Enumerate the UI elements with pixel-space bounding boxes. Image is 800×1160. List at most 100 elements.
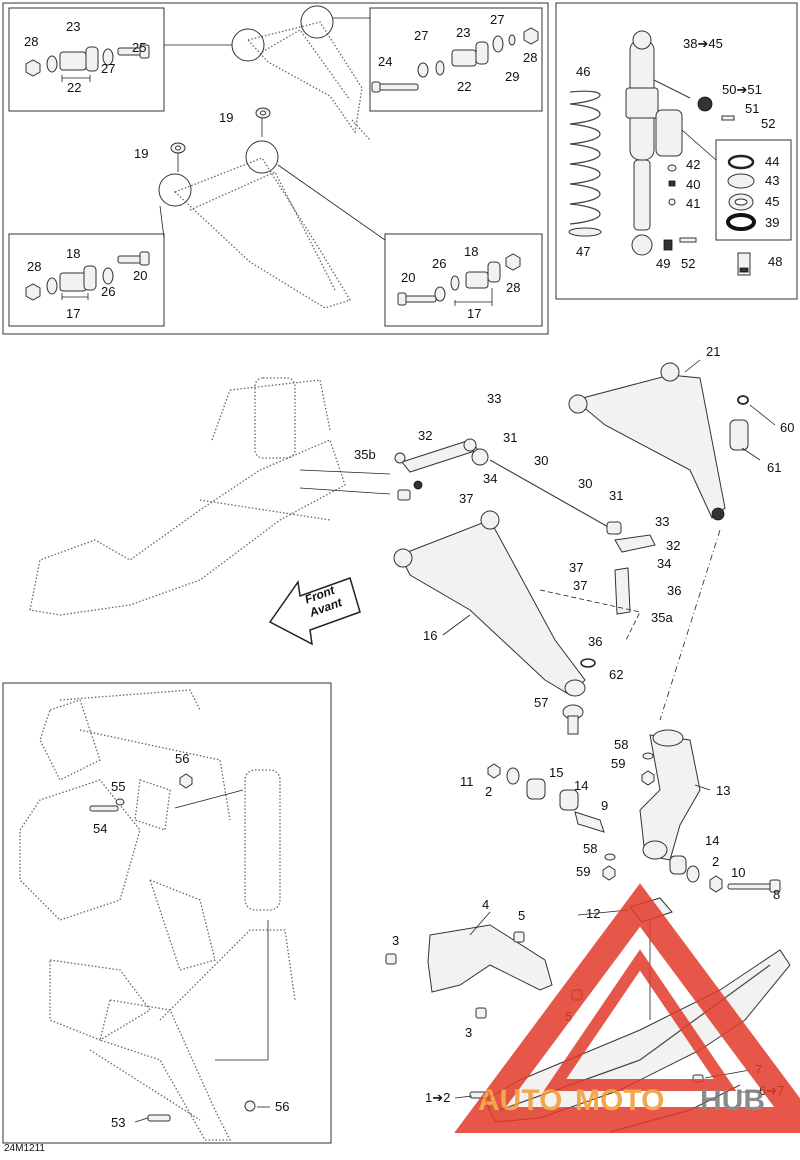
callout-14: 14 <box>574 778 588 793</box>
callout-55: 55 <box>111 779 125 794</box>
callout-58: 58 <box>583 841 597 856</box>
watermark-text-moto: MOTO <box>575 1084 664 1117</box>
ball-joint-57 <box>562 704 584 735</box>
chassis-detail-frame <box>2 682 332 1144</box>
callout-28: 28 <box>523 50 537 65</box>
callout-5: 5 <box>518 908 525 923</box>
callout-26: 26 <box>101 284 115 299</box>
callout-27: 27 <box>490 12 504 27</box>
callout-48: 48 <box>768 254 782 269</box>
spindle <box>639 729 701 861</box>
callout-22: 22 <box>457 79 471 94</box>
shock-absorber-frame <box>555 2 798 300</box>
callout-20: 20 <box>401 270 415 285</box>
callout-39: 39 <box>765 215 779 230</box>
callout-38-45: 38➔45 <box>683 36 723 51</box>
inset-lower-right <box>384 233 543 327</box>
callout-59: 59 <box>611 756 625 771</box>
hardware-set-upper-right <box>371 27 539 93</box>
callout-53: 53 <box>111 1115 125 1130</box>
callout-19: 19 <box>134 146 148 161</box>
callout-21: 21 <box>706 344 720 359</box>
inset-upper-right <box>369 7 543 112</box>
callout-9: 9 <box>601 798 608 813</box>
callout-35b: 35b <box>354 447 376 462</box>
callout-23: 23 <box>66 19 80 34</box>
callout-16: 16 <box>423 628 437 643</box>
callout-27: 27 <box>414 28 428 43</box>
circlip-62 <box>580 658 596 668</box>
callout-31: 31 <box>503 430 517 445</box>
callout-61: 61 <box>767 460 781 475</box>
callout-37: 37 <box>569 560 583 575</box>
callout-62: 62 <box>609 667 623 682</box>
shock-small-parts <box>663 115 735 251</box>
callout-56: 56 <box>175 751 189 766</box>
callout-27: 27 <box>101 61 115 76</box>
chassis-detail-drawing <box>19 689 296 1141</box>
callout-60: 60 <box>780 420 794 435</box>
callout-15: 15 <box>549 765 563 780</box>
callout-28: 28 <box>506 280 520 295</box>
inset-upper-left <box>8 7 165 112</box>
callout-51: 51 <box>745 101 759 116</box>
callout-34: 34 <box>657 556 671 571</box>
callout-52: 52 <box>761 116 775 131</box>
main-leader-lines <box>134 359 776 1123</box>
callout-13: 13 <box>716 783 730 798</box>
automotohub-watermark-logo: AUTO MOTO HUB <box>454 883 800 1133</box>
ski-handle <box>427 924 553 993</box>
callout-33: 33 <box>655 514 669 529</box>
callout-3: 3 <box>465 1025 472 1040</box>
callout-33: 33 <box>487 391 501 406</box>
callout-29: 29 <box>505 69 519 84</box>
callout-32: 32 <box>418 428 432 443</box>
hardware-set-lower-right <box>397 253 521 306</box>
callout-37: 37 <box>459 491 473 506</box>
shock-decal <box>737 252 751 276</box>
callout-42: 42 <box>686 157 700 172</box>
callout-34: 34 <box>483 471 497 486</box>
shock-spring <box>568 90 602 237</box>
callout-43: 43 <box>765 173 779 188</box>
shock-parts-subframe <box>715 139 792 241</box>
callout-28: 28 <box>24 34 38 49</box>
callout-24: 24 <box>378 54 392 69</box>
callout-17: 17 <box>66 306 80 321</box>
callout-10: 10 <box>731 865 745 880</box>
callout-8: 8 <box>773 887 780 902</box>
hardware-set-upper-left <box>25 44 150 82</box>
callout-18: 18 <box>66 246 80 261</box>
upper-a-arm <box>568 362 726 521</box>
watermark-text-auto: AUTO <box>478 1084 562 1117</box>
chassis-front-frame <box>29 377 346 616</box>
washer-19-bottom <box>170 142 186 154</box>
callout-49: 49 <box>656 256 670 271</box>
hardware-set-lower-left <box>25 251 150 301</box>
callout-45: 45 <box>765 194 779 209</box>
callout-17: 17 <box>467 306 481 321</box>
upper-a-arm-top <box>231 5 371 141</box>
callout-59: 59 <box>576 864 590 879</box>
callout-37: 37 <box>573 578 587 593</box>
callout-35a: 35a <box>651 610 673 625</box>
callout-18: 18 <box>464 244 478 259</box>
callout-58: 58 <box>614 737 628 752</box>
spindle-hardware <box>487 752 781 893</box>
callout-26: 26 <box>432 256 446 271</box>
front-direction-arrow <box>268 577 361 646</box>
callout-46: 46 <box>576 64 590 79</box>
stabilizer-link-assembly <box>394 438 656 615</box>
watermark-text-hub: HUB <box>700 1084 765 1117</box>
inset-lower-left <box>8 233 165 327</box>
lower-a-arm <box>393 510 586 697</box>
callout-36: 36 <box>588 634 602 649</box>
callout-23: 23 <box>456 25 470 40</box>
callout-2: 2 <box>485 784 492 799</box>
callout-50-51: 50➔51 <box>722 82 762 97</box>
upper-a-arm-bottom <box>158 140 351 309</box>
callout-30: 30 <box>534 453 548 468</box>
callout-4: 4 <box>482 897 489 912</box>
callout-56: 56 <box>275 1099 289 1114</box>
